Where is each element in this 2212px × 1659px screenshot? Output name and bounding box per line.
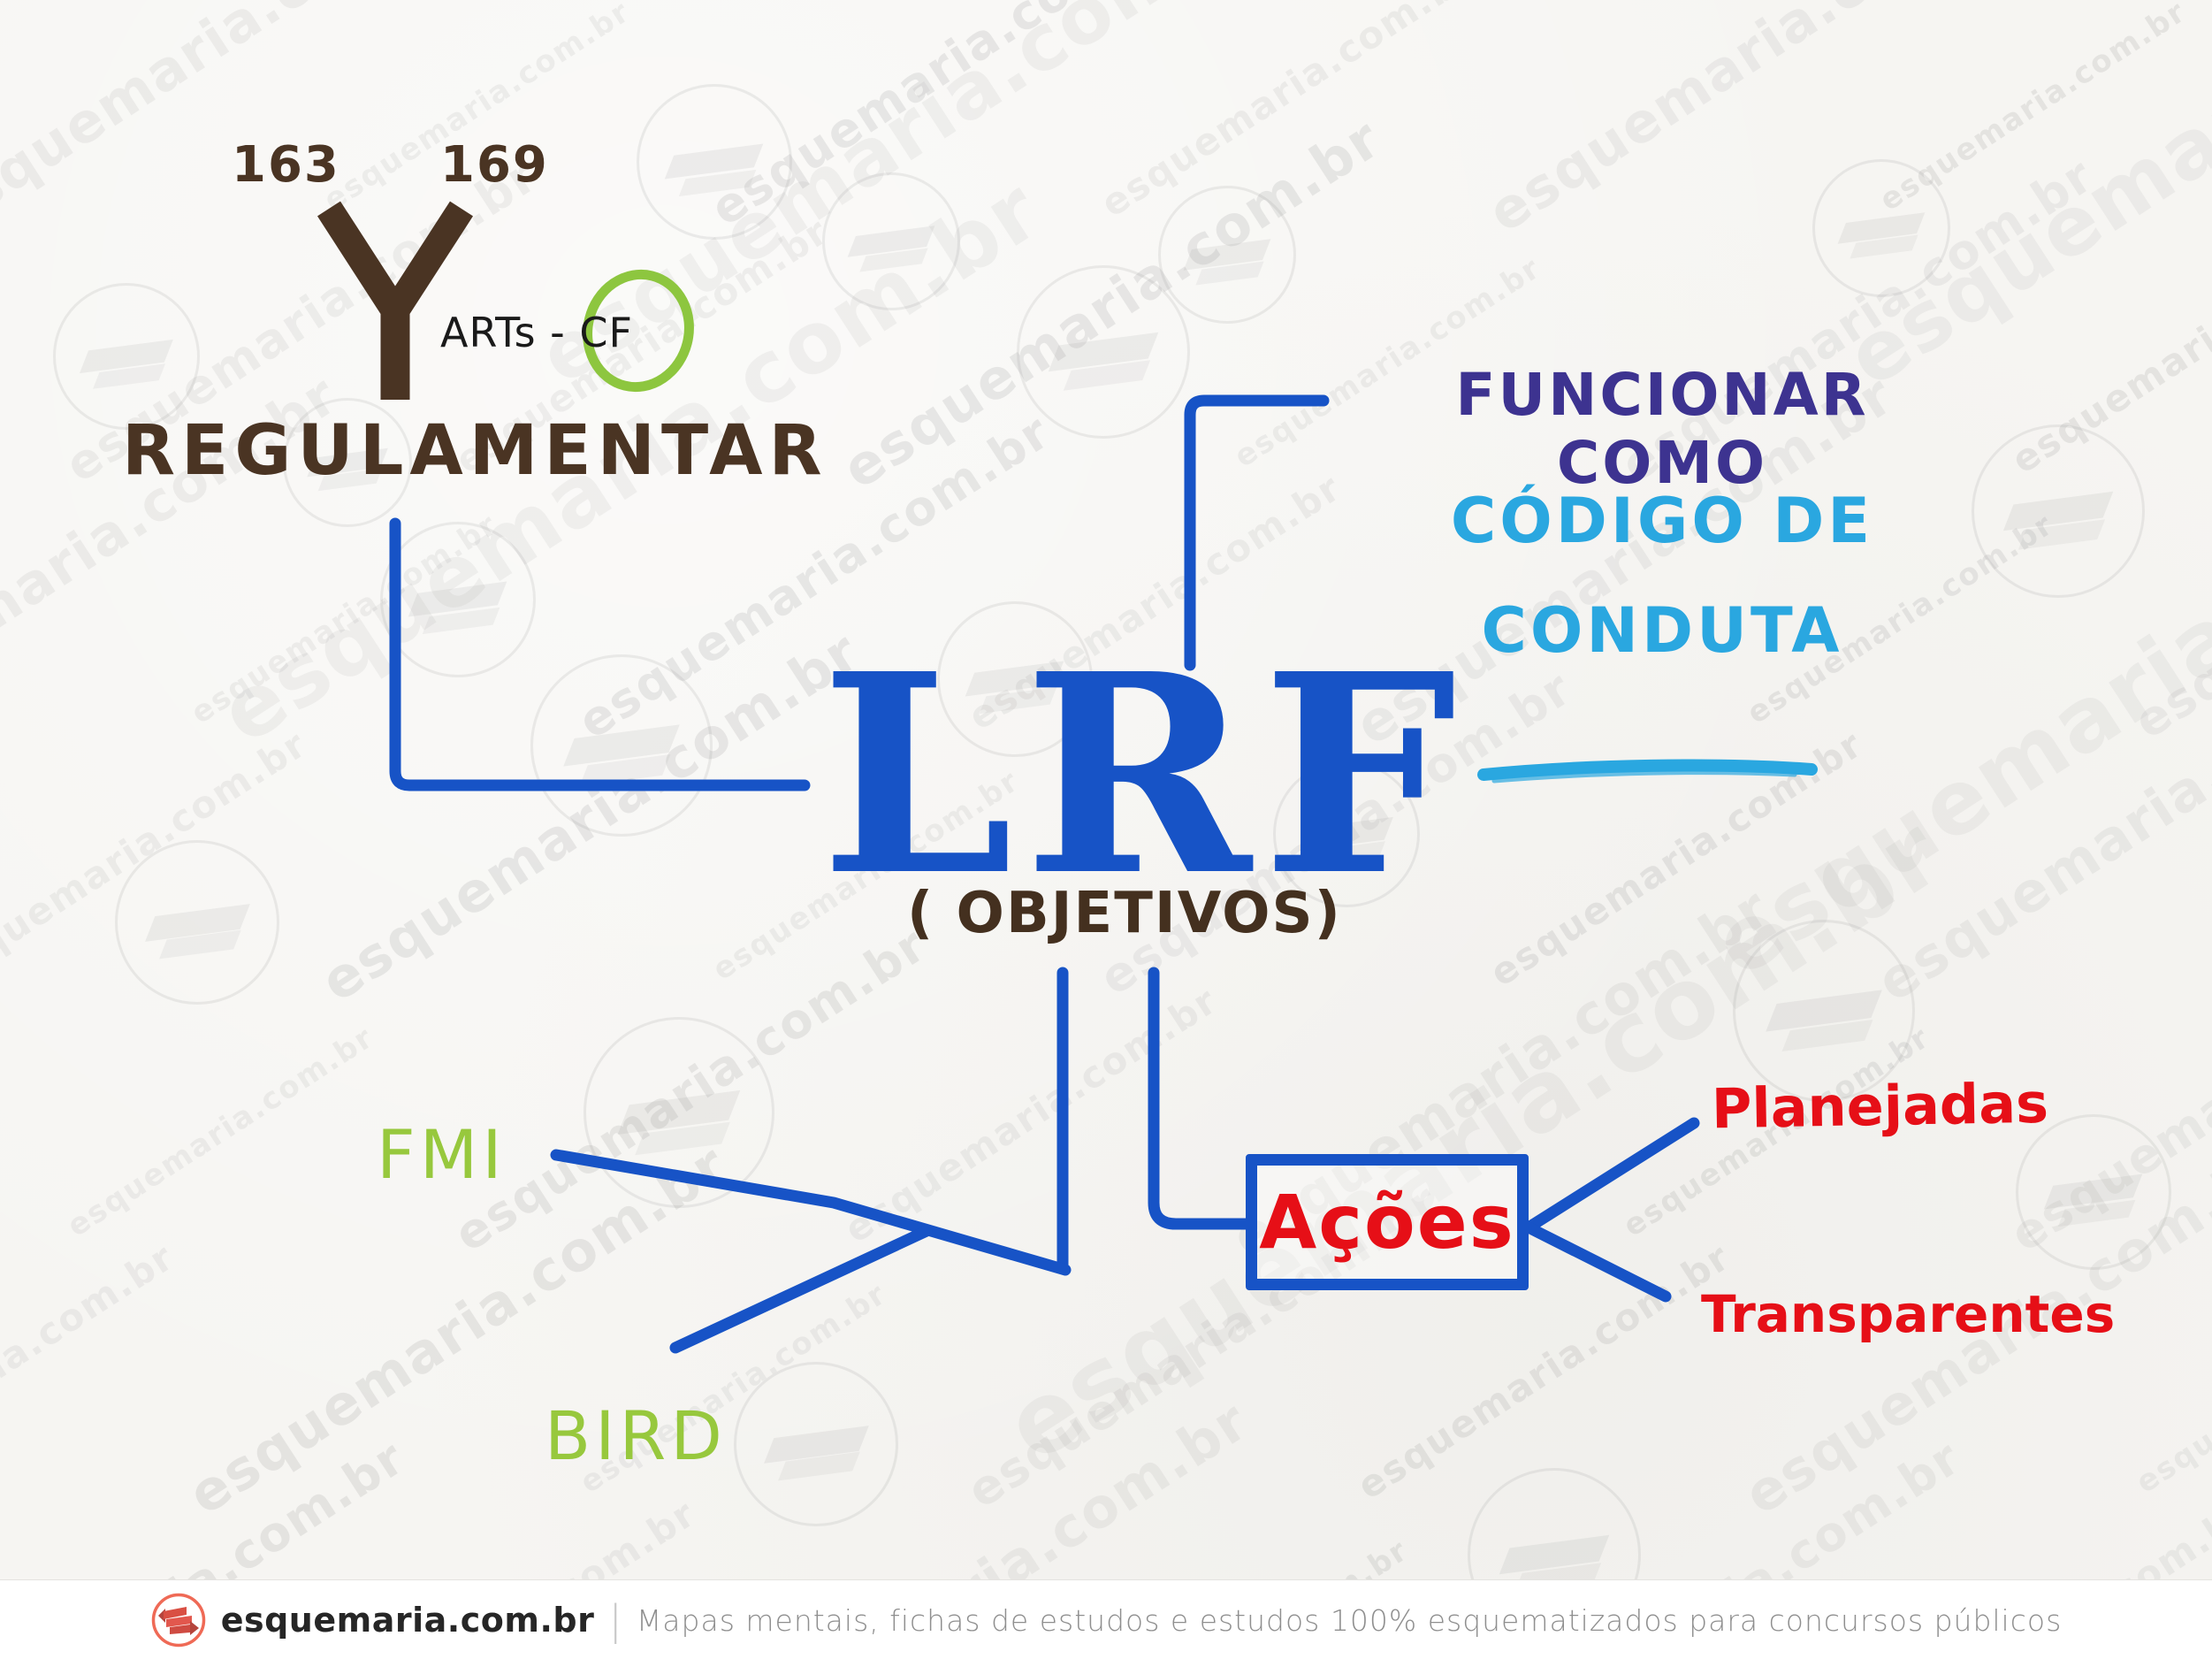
arts-cf-label: ARTs - CF: [440, 309, 633, 356]
codigo-de-label: CÓDIGO DE: [1450, 485, 1874, 557]
footer-tagline: Mapas mentais, fichas de estudos e estud…: [636, 1602, 2063, 1638]
article-number-169: 169: [440, 136, 549, 194]
connector-lrf-acoes: [1148, 967, 1252, 1230]
bird-label: BIRD: [545, 1396, 727, 1475]
transparentes-label: Transparentes: [1701, 1284, 2116, 1344]
acoes-box: Ações: [1246, 1154, 1529, 1290]
conduta-label: CONDUTA: [1481, 594, 1843, 667]
esquemaria-logo-icon: [151, 1593, 205, 1648]
acoes-label: Ações: [1259, 1179, 1515, 1265]
codigo-underline-brush: [1477, 759, 1818, 781]
codigo-line2-wrap: CÓDIGO DE: [1353, 485, 1972, 557]
connector-bird: [669, 1225, 933, 1354]
connector-regulamentar-lrf: [389, 517, 811, 791]
codigo-underline-brush-edge: [1491, 770, 1797, 784]
planejadas-label: Planejadas: [1711, 1070, 2049, 1142]
article-number-163: 163: [232, 136, 340, 194]
regulamentar-label: REGULAMENTAR: [122, 411, 828, 491]
connector-acoes-planejadas: [1522, 1117, 1700, 1234]
codigo-line1-wrap: FUNCIONAR COMO: [1353, 361, 1972, 497]
footer-brand: esquemaria.com.br: [220, 1601, 595, 1640]
lrf-subtitle-objetivos: ( OBJETIVOS): [907, 881, 1342, 946]
codigo-line3-wrap: CONDUTA: [1353, 594, 1972, 667]
connector-fmi: [550, 1149, 1072, 1276]
fmi-label: FMI: [377, 1115, 507, 1194]
y-branch-shape: [317, 201, 474, 337]
funcionar-como-label: FUNCIONAR COMO: [1455, 361, 1869, 497]
connector-lrf-codigo: [1184, 394, 1330, 671]
connector-acoes-transparentes: [1522, 1221, 1672, 1303]
footer-divider: |: [608, 1596, 622, 1644]
lrf-title: LRF: [820, 615, 1468, 937]
cf-circle: [583, 269, 694, 393]
footer-bar: esquemaria.com.br | Mapas mentais, ficha…: [0, 1579, 2212, 1659]
